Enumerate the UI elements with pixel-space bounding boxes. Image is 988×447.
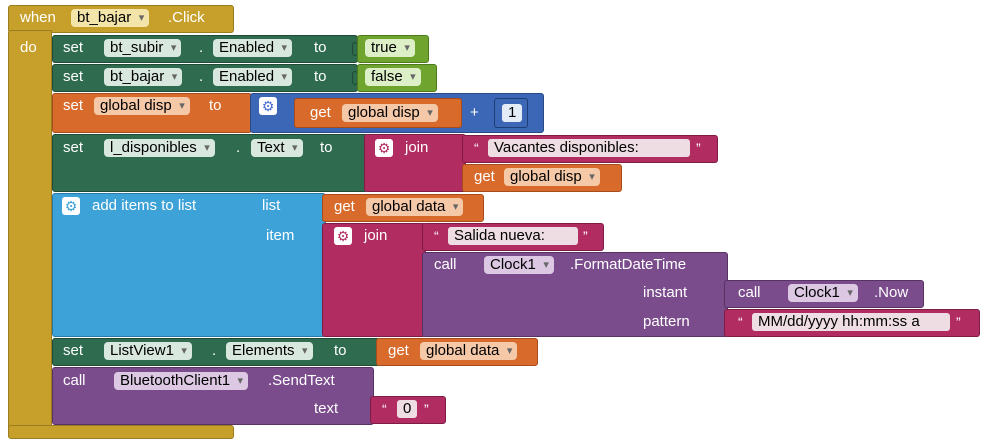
call-label: call [63, 372, 86, 389]
to-label: to [314, 39, 327, 56]
close-quote: ” [583, 228, 588, 244]
set-label: set [63, 68, 84, 85]
add-items-to-list-block[interactable] [52, 193, 326, 337]
set-bt-subir-enabled-block[interactable] [52, 35, 358, 63]
component-dropdown-listview1[interactable]: ListView1 [104, 342, 192, 360]
call-label: call [738, 284, 761, 301]
set-label: set [63, 139, 84, 156]
component-dropdown-bt-bajar[interactable]: bt_bajar [104, 68, 183, 86]
when-label: when [20, 9, 56, 26]
event-block-do-arm [8, 30, 52, 430]
item-socket-label: item [266, 227, 295, 244]
set-label: set [63, 342, 84, 359]
component-dropdown-bt-subir[interactable]: bt_subir [104, 39, 182, 57]
text-field-vacantes-disponibles[interactable]: Vacantes disponibles: [488, 139, 690, 157]
list-socket-label: list [262, 197, 281, 214]
method-send-text-label: .SendText [268, 372, 335, 389]
close-quote: ” [696, 140, 701, 156]
dot-label: . [236, 139, 241, 156]
get-label: get [474, 168, 495, 185]
method-format-datetime-label: .FormatDateTime [570, 256, 687, 273]
variable-dropdown-global-disp[interactable]: global disp [504, 168, 600, 186]
set-bt-bajar-enabled-block[interactable] [52, 64, 358, 92]
number-field[interactable]: 1 [502, 104, 523, 122]
gear-icon[interactable]: ⚙ [375, 139, 393, 157]
text-field-salida-nueva[interactable]: Salida nueva: [448, 227, 578, 245]
property-dropdown-enabled[interactable]: Enabled [213, 39, 293, 57]
to-label: to [320, 139, 333, 156]
to-label: to [314, 68, 327, 85]
event-name-label: .Click [168, 9, 205, 26]
close-quote: ” [424, 401, 429, 417]
gear-icon[interactable]: ⚙ [334, 227, 352, 245]
open-quote: “ [474, 140, 479, 156]
get-label: get [310, 104, 331, 121]
component-dropdown-l-disponibles[interactable]: l_disponibles [104, 139, 215, 157]
close-quote: ” [956, 314, 961, 330]
variable-dropdown-global-data[interactable]: global data [420, 342, 518, 360]
component-dropdown-bluetoothclient1[interactable]: BluetoothClient1 [114, 372, 249, 390]
instant-socket-label: instant [643, 284, 688, 301]
dot-label: . [199, 39, 204, 56]
call-label: call [434, 256, 457, 273]
method-now-label: .Now [874, 284, 909, 301]
text-field-datetime-pattern[interactable]: MM/dd/yyyy hh:mm:ss a [752, 313, 950, 331]
gear-icon[interactable]: ⚙ [259, 97, 277, 115]
set-label: set [63, 39, 84, 56]
property-dropdown-elements[interactable]: Elements [226, 342, 313, 360]
to-label: to [334, 342, 347, 359]
clock-format-datetime-block[interactable] [422, 252, 728, 337]
join-label: join [405, 139, 429, 156]
variable-dropdown-global-data[interactable]: global data [366, 198, 464, 216]
get-label: get [388, 342, 409, 359]
add-items-to-list-label: add items to list [92, 197, 197, 214]
to-label: to [209, 97, 222, 114]
text-field-zero[interactable]: 0 [397, 400, 418, 418]
variable-dropdown-global-disp[interactable]: global disp [342, 104, 438, 122]
join-label: join [364, 227, 388, 244]
pattern-socket-label: pattern [643, 313, 690, 330]
dot-label: . [199, 68, 204, 85]
gear-icon[interactable]: ⚙ [62, 197, 80, 215]
get-label: get [334, 198, 355, 215]
dot-label: . [212, 342, 217, 359]
component-dropdown-clock1[interactable]: Clock1 [788, 284, 858, 302]
do-label: do [20, 39, 37, 56]
variable-dropdown-global-disp[interactable]: global disp [94, 97, 190, 115]
text-socket-label: text [314, 400, 339, 417]
component-dropdown-clock1[interactable]: Clock1 [484, 256, 554, 274]
property-dropdown-enabled[interactable]: Enabled [213, 68, 293, 86]
event-block-bottom [8, 425, 234, 439]
open-quote: “ [434, 228, 439, 244]
set-label: set [63, 97, 84, 114]
property-dropdown-text[interactable]: Text [251, 139, 303, 157]
open-quote: “ [382, 401, 387, 417]
open-quote: “ [738, 314, 743, 330]
true-dropdown[interactable]: true [365, 39, 415, 57]
plus-operator: + [470, 104, 479, 121]
false-dropdown[interactable]: false [365, 68, 421, 86]
event-component-dropdown[interactable]: bt_bajar [71, 9, 150, 27]
